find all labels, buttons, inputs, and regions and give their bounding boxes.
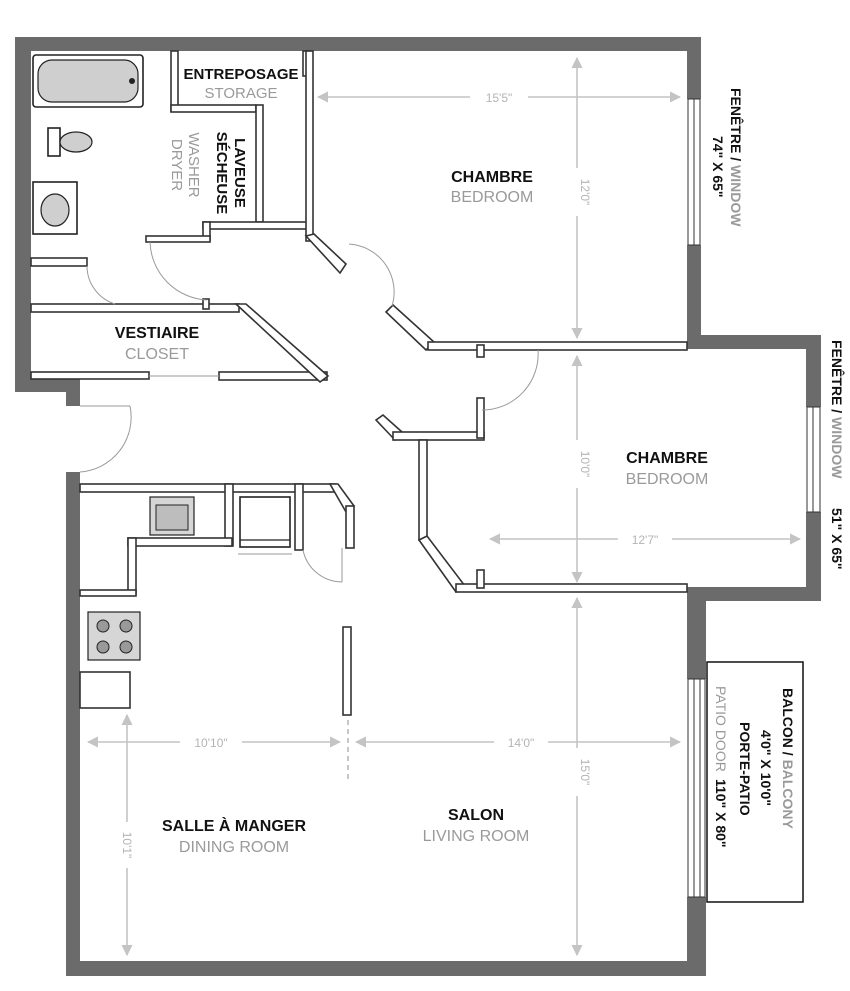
bedroom2-label-fr: CHAMBRE <box>626 450 708 467</box>
dimension-labels: 15'5" 12'0" 10'0" 12'7" 10'10" 14'0" 10'… <box>118 88 672 868</box>
kitchen-sink <box>149 496 195 536</box>
window2-label-fr: FENÊTRE / <box>829 340 846 417</box>
svg-text:FENÊTRE / WINDOW: FENÊTRE / WINDOW <box>728 88 745 227</box>
living-depth-label: 15'0" <box>578 759 592 786</box>
laundry-label-fr2: SÉCHEUSE <box>213 132 230 215</box>
exterior-walls <box>15 37 821 976</box>
window2-label-en: WINDOW <box>829 417 845 479</box>
svg-text:BALCON / BALCONY: BALCON / BALCONY <box>780 688 796 829</box>
living-label-en: LIVING ROOM <box>423 828 530 845</box>
bathtub <box>32 54 144 108</box>
closet-label-en: CLOSET <box>125 346 189 363</box>
dining-depth-label: 10'1" <box>120 832 134 859</box>
window1-label-en: WINDOW <box>728 165 744 227</box>
bedroom2-label-en: BEDROOM <box>626 471 709 488</box>
room-labels: ENTREPOSAGE STORAGE LAVEUSE SÉCHEUSE WAS… <box>115 66 709 856</box>
patio-door-label-en: PATIO DOOR <box>713 686 729 772</box>
window-bedroom1 <box>687 98 701 246</box>
living-label-fr: SALON <box>448 807 504 824</box>
bedroom2-width-label: 12'7" <box>632 533 659 547</box>
bedroom1-label-en: BEDROOM <box>451 189 534 206</box>
door-swings <box>79 241 539 780</box>
interior-walls <box>30 50 688 716</box>
living-width-label: 14'0" <box>508 736 535 750</box>
window2-size: 51" X 65" <box>829 508 845 570</box>
toilet <box>47 127 93 157</box>
patio-door <box>687 678 706 898</box>
bedroom2-depth-label: 10'0" <box>578 451 592 478</box>
dining-label-fr: SALLE À MANGER <box>162 816 306 835</box>
window1-size: 74" X 65" <box>710 136 726 198</box>
svg-text:FENÊTRE / WINDOW: FENÊTRE / WINDOW <box>829 340 846 479</box>
window-bedroom2 <box>806 406 821 513</box>
window1-label-fr: FENÊTRE / <box>728 88 745 165</box>
bedroom1-width-label: 15'5" <box>486 91 513 105</box>
laundry-label-fr1: LAVEUSE <box>231 138 248 208</box>
dining-width-label: 10'10" <box>194 736 227 750</box>
window2-label: FENÊTRE / WINDOW <box>829 340 846 479</box>
balcony-title-en: BALCONY <box>780 760 796 830</box>
refrigerator <box>239 496 291 548</box>
storage-label-en: STORAGE <box>204 85 277 102</box>
dining-label-en: DINING ROOM <box>179 839 289 856</box>
bedroom1-depth-label: 12'0" <box>578 179 592 206</box>
closet-label-fr: VESTIAIRE <box>115 325 200 342</box>
laundry-label-en2: DRYER <box>168 139 185 191</box>
patio-door-size: 110" X 80" <box>713 779 729 848</box>
balcony-size: 4'0" X 10'0" <box>758 730 774 806</box>
window1-label: FENÊTRE / WINDOW <box>728 88 745 227</box>
stove <box>87 611 141 661</box>
balcony-outline <box>706 661 804 903</box>
bedroom1-label-fr: CHAMBRE <box>451 169 533 186</box>
bathroom-sink <box>32 181 78 235</box>
balcony-title: BALCON / BALCONY <box>780 688 796 829</box>
balcony-title-fr: BALCON / <box>780 688 796 760</box>
storage-label-fr: ENTREPOSAGE <box>183 66 298 83</box>
patio-door-label-fr: PORTE-PATIO <box>737 722 753 816</box>
laundry-label-en1: WASHER <box>185 132 202 197</box>
